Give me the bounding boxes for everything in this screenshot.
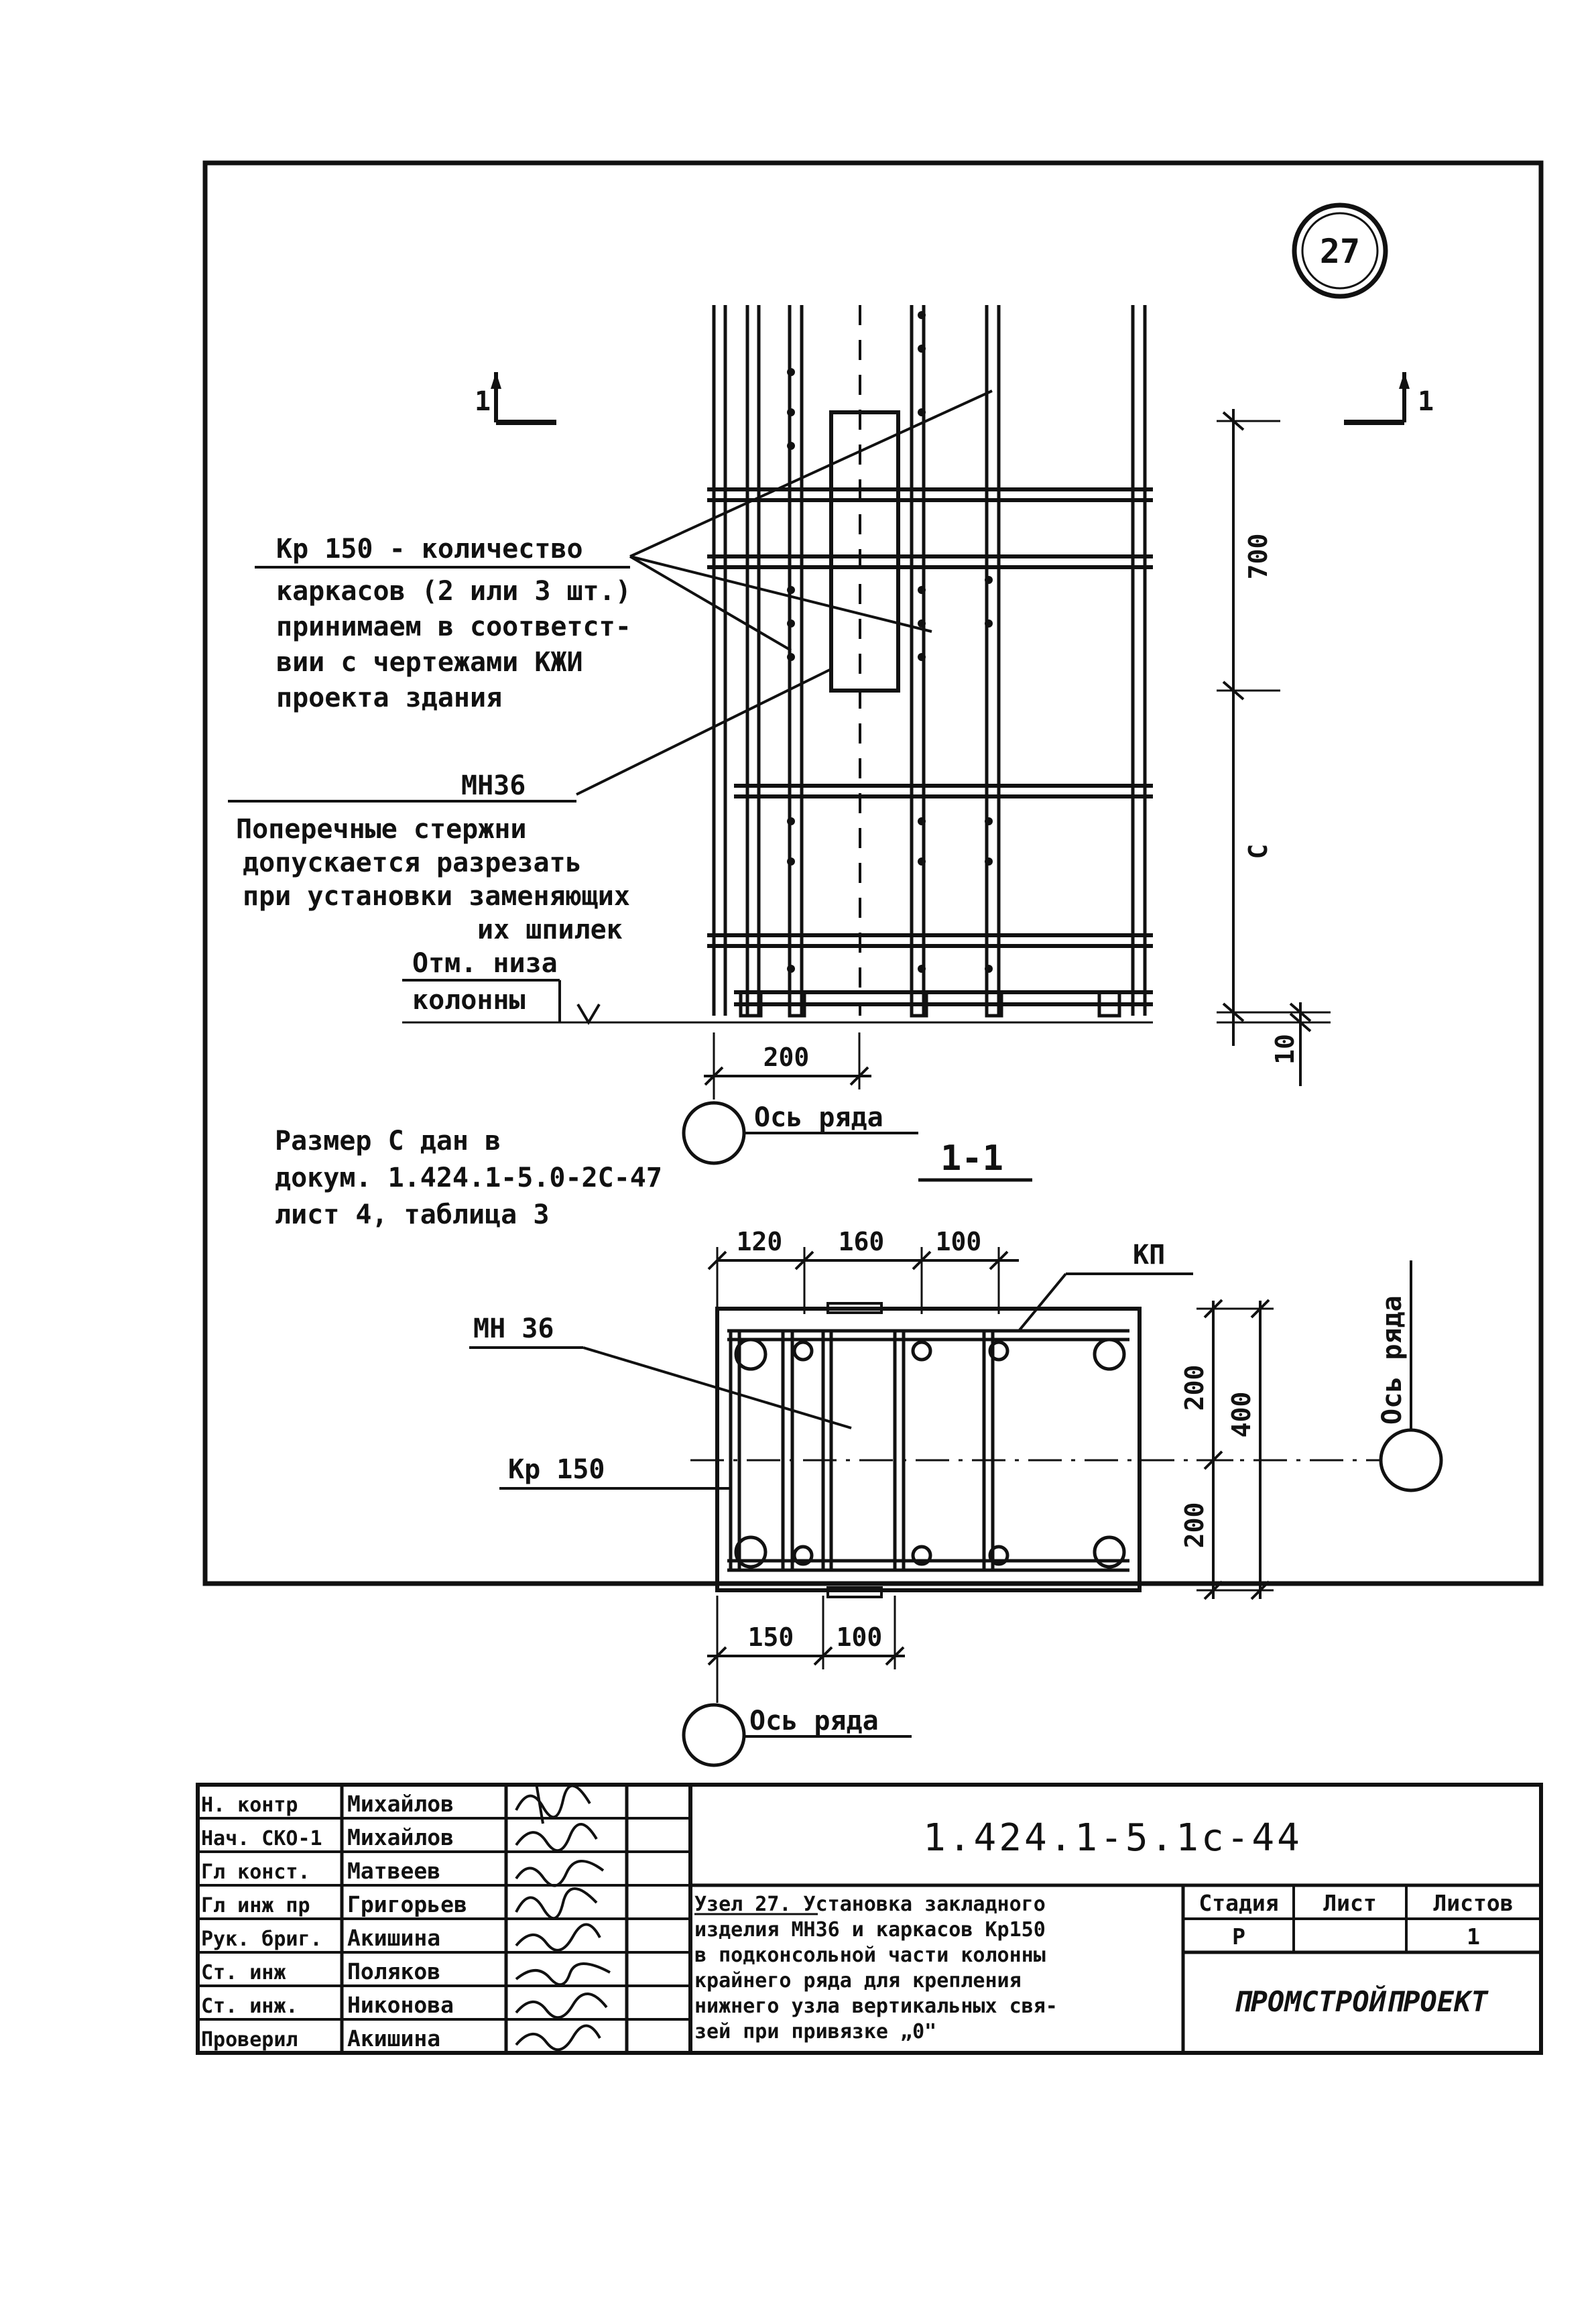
dim-top-120: 120 [737, 1227, 783, 1256]
title-line-3: в подконсольной части колонны [694, 1944, 1046, 1967]
note-kr150-line-3: принимаем в соответст- [276, 611, 631, 642]
mn36-leader [228, 668, 832, 803]
role-1: Нач. СКО-1 [201, 1827, 322, 1850]
note-kr150: Кр 150 - количество каркасов (2 или 3 шт… [276, 534, 631, 713]
axis-bubble-right [1379, 1428, 1443, 1492]
dim-10: 10 [1270, 1034, 1300, 1065]
title-line-5: нижнего узла вертикальных свя- [694, 1995, 1058, 2018]
elevation-axis: 200 Ось ряда [682, 1032, 918, 1165]
name-5: Поляков [347, 1958, 440, 1984]
note-kr150-line-1: Кр 150 - количество [276, 534, 583, 565]
title-line-1: Узел 27. Установка закладного [694, 1893, 1046, 1916]
title-line-2: изделия МН36 и каркасов Кр150 [694, 1918, 1046, 1942]
title-block: Н. контр Михайлов Нач. СКО-1 Михайлов Гл… [196, 1783, 1543, 2055]
name-7: Акишина [347, 2025, 440, 2052]
title-line-4: крайнего ряда для крепления [694, 1969, 1022, 1993]
section-mark-left-label: 1 [475, 386, 491, 417]
kr150-label-section: Кр 150 [508, 1454, 605, 1485]
title-line-6: зей при привязке „0" [694, 2020, 936, 2043]
dim-top-100: 100 [936, 1227, 982, 1256]
section-mark-right-label: 1 [1418, 386, 1434, 417]
note-kr150-line-5: проекта здания [276, 683, 502, 713]
section-title-label: 1-1 [940, 1138, 1003, 1179]
dim-bottom-100: 100 [837, 1622, 883, 1652]
sheet-frame [202, 160, 1544, 1586]
dim-700: 700 [1243, 534, 1273, 580]
bottom-mark-line-1: Отм. низа [412, 948, 558, 979]
note-size-c-line-3: лист 4, таблица 3 [275, 1199, 549, 1230]
mn36-label-elevation: МН36 [461, 770, 526, 801]
elevation-dimensions: 700 С 10 [1217, 409, 1331, 1086]
drawing-title: Узел 27. Установка закладного изделия МН… [694, 1893, 1058, 2043]
role-6: Ст. инж. [201, 1995, 298, 2018]
sheet-number: 27 [1320, 232, 1360, 271]
bottom-mark-line-2: колонны [412, 985, 526, 1016]
section-mark-left: 1 [475, 372, 556, 425]
axis-label-bottom: Ось ряда [749, 1706, 879, 1736]
role-0: Н. контр [201, 1793, 298, 1817]
section-title: 1-1 [918, 1138, 1032, 1182]
note-rods-line-1: Поперечные стержни [236, 814, 526, 845]
elevation-view [707, 305, 1153, 1018]
dim-200-elevation: 200 [763, 1043, 810, 1072]
bottom-elevation-mark: Отм. низа колонны [402, 948, 1153, 1025]
stage-value: Р [1232, 1923, 1245, 1950]
name-0: Михайлов [347, 1791, 454, 1817]
sheets-header: Листов [1433, 1890, 1513, 1916]
role-4: Рук. бриг. [201, 1927, 322, 1951]
sheet-number-badge: 27 [1292, 202, 1388, 299]
dim-top-160: 160 [839, 1227, 885, 1256]
note-rods: Поперечные стержни допускается разрезать… [236, 814, 630, 945]
handwritten-signatures [515, 1783, 611, 2052]
dim-c: С [1243, 844, 1273, 859]
role-7: Проверил [201, 2028, 298, 2052]
mn36-label-section: МН 36 [473, 1313, 554, 1344]
kp-label: КП [1133, 1240, 1165, 1270]
dim-bottom-150: 150 [748, 1622, 794, 1652]
dim-right-200-top: 200 [1180, 1365, 1209, 1411]
organization-name: ПРОМСТРОЙПРОЕКТ [1233, 1984, 1489, 2018]
name-2: Матвеев [347, 1858, 440, 1884]
mn36-plate-elevation [829, 410, 900, 693]
note-rods-line-3: при установки заменяющих [243, 881, 630, 912]
dim-total-400: 400 [1227, 1392, 1256, 1438]
note-size-c-line-1: Размер С дан в [275, 1126, 501, 1156]
stage-header: Стадия [1199, 1890, 1278, 1916]
note-rods-line-2: допускается разрезать [243, 847, 582, 878]
role-5: Ст. инж [201, 1961, 286, 1984]
note-kr150-line-2: каркасов (2 или 3 шт.) [276, 576, 631, 607]
axis-bubble-elevation [682, 1101, 746, 1165]
role-3: Гл инж пр [201, 1894, 310, 1917]
axis-label-right: Ось ряда [1377, 1295, 1408, 1425]
section-plan: 120 160 100 [469, 1227, 1443, 1767]
sheets-value: 1 [1467, 1923, 1480, 1950]
name-3: Григорьев [347, 1891, 467, 1917]
section-mark-right: 1 [1344, 372, 1434, 425]
role-2: Гл конст. [201, 1860, 310, 1884]
note-size-c: Размер С дан в докум. 1.424.1-5.0-2С-47 … [275, 1126, 662, 1230]
note-rods-line-4: их шпилек [477, 914, 623, 945]
doc-code: 1.424.1-5.1с-44 [923, 1816, 1302, 1860]
axis-label-elevation: Ось ряда [754, 1102, 883, 1133]
dim-right-200-bottom: 200 [1180, 1502, 1209, 1549]
name-6: Никонова [347, 1992, 454, 2018]
kr150-leaders [255, 390, 993, 652]
note-kr150-line-4: вии с чертежами КЖИ [276, 647, 583, 678]
signature-rows: Н. контр Михайлов Нач. СКО-1 Михайлов Гл… [201, 1791, 467, 2052]
axis-bubble-bottom [682, 1703, 746, 1767]
note-size-c-line-2: докум. 1.424.1-5.0-2С-47 [275, 1163, 662, 1193]
sheet-header: Лист [1323, 1890, 1376, 1916]
name-1: Михайлов [347, 1824, 454, 1850]
name-4: Акишина [347, 1925, 440, 1951]
